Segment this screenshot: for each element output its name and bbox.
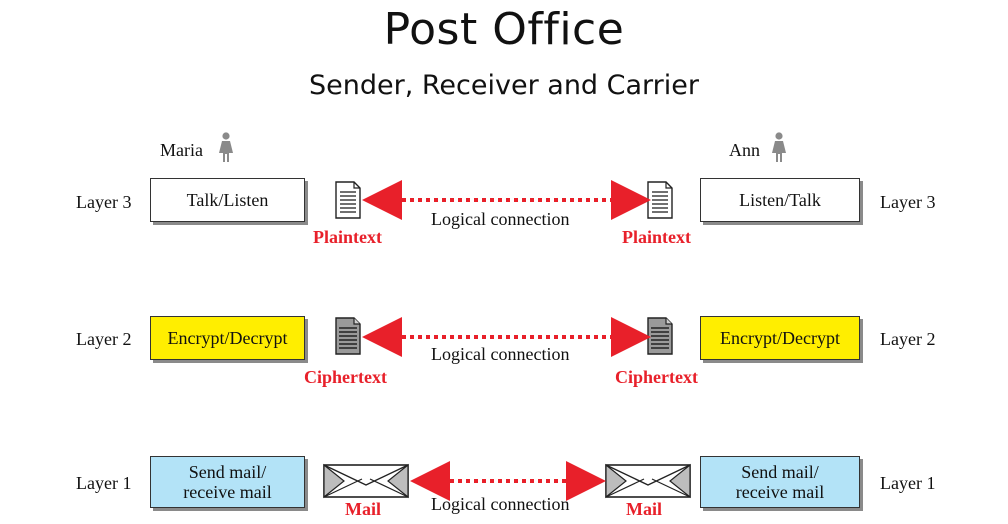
layer3-left-data-unit: Plaintext xyxy=(313,227,382,247)
document-icon xyxy=(335,181,361,219)
document-icon xyxy=(647,181,673,219)
layer1-left-box: Send mail/ receive mail xyxy=(150,456,305,508)
layer1-left-label: Layer 1 xyxy=(76,473,132,493)
cipher-document-icon xyxy=(335,317,361,355)
layer1-left-data-unit: Mail xyxy=(345,499,381,519)
layer2-left-data-unit: Ciphertext xyxy=(304,367,387,387)
layer2-right-label: Layer 2 xyxy=(880,329,936,349)
layer2-left-box: Encrypt/Decrypt xyxy=(150,316,305,360)
layer2-right-box: Encrypt/Decrypt xyxy=(700,316,860,360)
sender-name: Maria xyxy=(160,140,203,160)
diagram-subtitle: Sender, Receiver and Carrier xyxy=(309,70,699,101)
person-icon xyxy=(772,132,786,162)
layer3-left-label: Layer 3 xyxy=(76,192,132,212)
envelope-icon xyxy=(605,464,691,498)
layer1-right-label: Layer 1 xyxy=(880,473,936,493)
receiver-name: Ann xyxy=(729,140,760,160)
diagram-title: Post Office xyxy=(383,4,625,55)
layer2-right-data-unit: Ciphertext xyxy=(615,367,698,387)
envelope-icon xyxy=(323,464,409,498)
layer2-left-label: Layer 2 xyxy=(76,329,132,349)
layer3-right-label: Layer 3 xyxy=(880,192,936,212)
layer1-right-box: Send mail/ receive mail xyxy=(700,456,860,508)
layer3-right-box: Listen/Talk xyxy=(700,178,860,222)
layer1-right-data-unit: Mail xyxy=(626,499,662,519)
person-icon xyxy=(219,132,233,162)
layer3-right-data-unit: Plaintext xyxy=(622,227,691,247)
layer3-left-box: Talk/Listen xyxy=(150,178,305,222)
cipher-document-icon xyxy=(647,317,673,355)
